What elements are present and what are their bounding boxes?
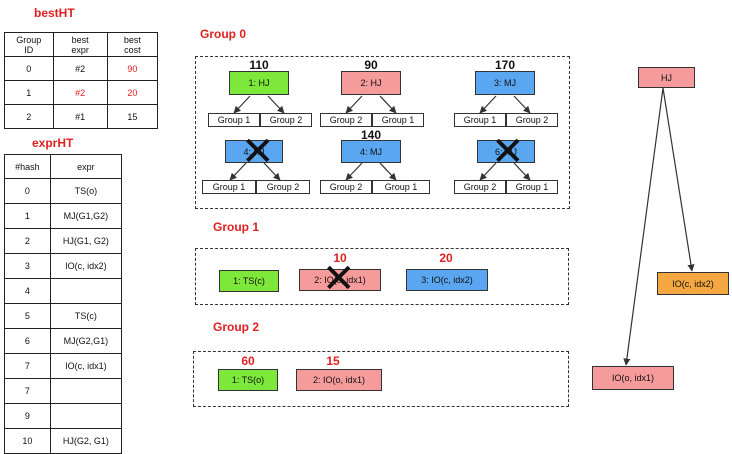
child-group-box: Group 2 bbox=[256, 180, 310, 194]
expr-cost: 90 bbox=[364, 58, 378, 72]
edge-arrow bbox=[263, 162, 281, 181]
best-cell: 90 bbox=[106, 56, 159, 81]
group2-expr2-node[interactable]: 2: IO(o, idx1) bbox=[296, 369, 382, 391]
group1-box bbox=[195, 248, 569, 305]
best-header-group: Group ID bbox=[4, 32, 54, 57]
edge-arrow bbox=[479, 162, 497, 181]
child-group-box: Group 1 bbox=[454, 113, 506, 127]
group2-expr1-node[interactable]: 1: TS(o) bbox=[218, 369, 278, 391]
plan-root-node[interactable]: HJ bbox=[638, 67, 695, 88]
group2-title: Group 2 bbox=[213, 320, 260, 334]
plan-right-node[interactable]: IO(c, idx2) bbox=[657, 272, 729, 295]
child-group-box: Group 2 bbox=[320, 113, 372, 127]
group0-expr4-node[interactable]: 4: HJ bbox=[225, 140, 283, 163]
expr-cell: 4 bbox=[4, 278, 51, 304]
pruned-x-mark: ✕ bbox=[491, 130, 525, 174]
plan-left-node[interactable]: IO(o, idx1) bbox=[592, 366, 674, 390]
expr-cost: 15 bbox=[326, 354, 340, 368]
edge-arrow bbox=[233, 95, 251, 114]
expr-cell: TS(o) bbox=[49, 178, 123, 204]
child-group-box: Group 2 bbox=[506, 113, 558, 127]
expr-cost: 10 bbox=[333, 251, 347, 265]
child-group-box: Group 2 bbox=[320, 180, 372, 194]
edge-arrow bbox=[345, 95, 363, 114]
exprtable-title: exprHT bbox=[32, 136, 74, 150]
edge-arrow bbox=[267, 95, 285, 114]
expr-cell: MJ(G1,G2) bbox=[49, 203, 123, 229]
expr-cost: 20 bbox=[439, 251, 453, 265]
group1-expr1-node[interactable]: 1: TS(c) bbox=[219, 270, 279, 292]
best-cell: 2 bbox=[4, 104, 54, 129]
best-cell: 15 bbox=[106, 104, 159, 129]
group1-expr2-node[interactable]: 2: IO(c, idx1) bbox=[299, 269, 381, 291]
pruned-x-mark: ✕ bbox=[241, 130, 275, 174]
expr-cost: 170 bbox=[494, 58, 516, 72]
connector-lines bbox=[229, 87, 695, 366]
best-header-group-label: Group ID bbox=[16, 34, 42, 55]
expr-cell: IO(c, idx1) bbox=[49, 353, 123, 379]
child-group-box: Group 2 bbox=[454, 180, 506, 194]
edge-arrow bbox=[623, 87, 664, 366]
pruned-x-mark: ✕ bbox=[322, 257, 356, 301]
edge-arrow bbox=[513, 162, 531, 181]
edge-arrow bbox=[379, 95, 397, 114]
expr-cell: TS(c) bbox=[49, 303, 123, 329]
best-hash-table: Group ID best expr best cost 0 #2 90 1 #… bbox=[4, 32, 159, 129]
expr-cell: 7 bbox=[4, 353, 51, 379]
best-header-expr-label: best expr bbox=[71, 34, 89, 55]
expr-cost: 140 bbox=[360, 128, 382, 142]
child-group-box: Group 1 bbox=[372, 180, 430, 194]
expr-cost: 60 bbox=[241, 354, 255, 368]
best-header-cost-label: best cost bbox=[123, 34, 141, 55]
group0-expr3-node[interactable]: 3: MJ bbox=[475, 71, 535, 95]
group0-title: Group 0 bbox=[200, 27, 247, 41]
group0-expr1-node[interactable]: 1: HJ bbox=[229, 71, 289, 95]
child-group-box: Group 1 bbox=[208, 113, 260, 127]
expr-cell: 6 bbox=[4, 328, 51, 354]
group0-box bbox=[195, 56, 570, 209]
edge-arrow bbox=[345, 162, 363, 181]
expr-header-expr: expr bbox=[49, 154, 123, 179]
edge-arrow bbox=[379, 162, 397, 181]
best-cell: #1 bbox=[52, 104, 108, 129]
group1-title: Group 1 bbox=[213, 220, 260, 234]
edge-arrow bbox=[479, 95, 497, 114]
child-group-box: Group 1 bbox=[202, 180, 256, 194]
child-group-box: Group 1 bbox=[506, 180, 558, 194]
expr-cell: MJ(G2,G1) bbox=[49, 328, 123, 354]
best-header-expr: best expr bbox=[52, 32, 108, 57]
group2-box bbox=[193, 351, 569, 407]
best-cell: #2 bbox=[52, 80, 108, 105]
edge-arrow bbox=[513, 95, 531, 114]
child-group-box: Group 1 bbox=[372, 113, 424, 127]
child-group-box: Group 2 bbox=[260, 113, 312, 127]
expr-cell: 1 bbox=[4, 203, 51, 229]
group0-expr2-node[interactable]: 2: HJ bbox=[341, 71, 401, 95]
best-cell: 1 bbox=[4, 80, 54, 105]
expr-cost: 110 bbox=[249, 58, 269, 72]
edge-arrow bbox=[229, 162, 247, 181]
table-row: 4 bbox=[4, 278, 123, 304]
edge-arrow bbox=[662, 87, 695, 272]
expr-cell: HJ(G1, G2) bbox=[49, 228, 123, 254]
besttable-title: bestHT bbox=[34, 6, 75, 20]
expr-cell: 5 bbox=[4, 303, 51, 329]
group1-expr3-node[interactable]: 3: IO(c, idx2) bbox=[406, 269, 488, 291]
table-row: 7 bbox=[4, 378, 123, 404]
group0-expr5-node[interactable]: 4: MJ bbox=[341, 140, 401, 163]
table-row: 2 #1 15 bbox=[4, 104, 159, 129]
group0-expr6-node[interactable]: 6: MJ bbox=[477, 140, 535, 163]
